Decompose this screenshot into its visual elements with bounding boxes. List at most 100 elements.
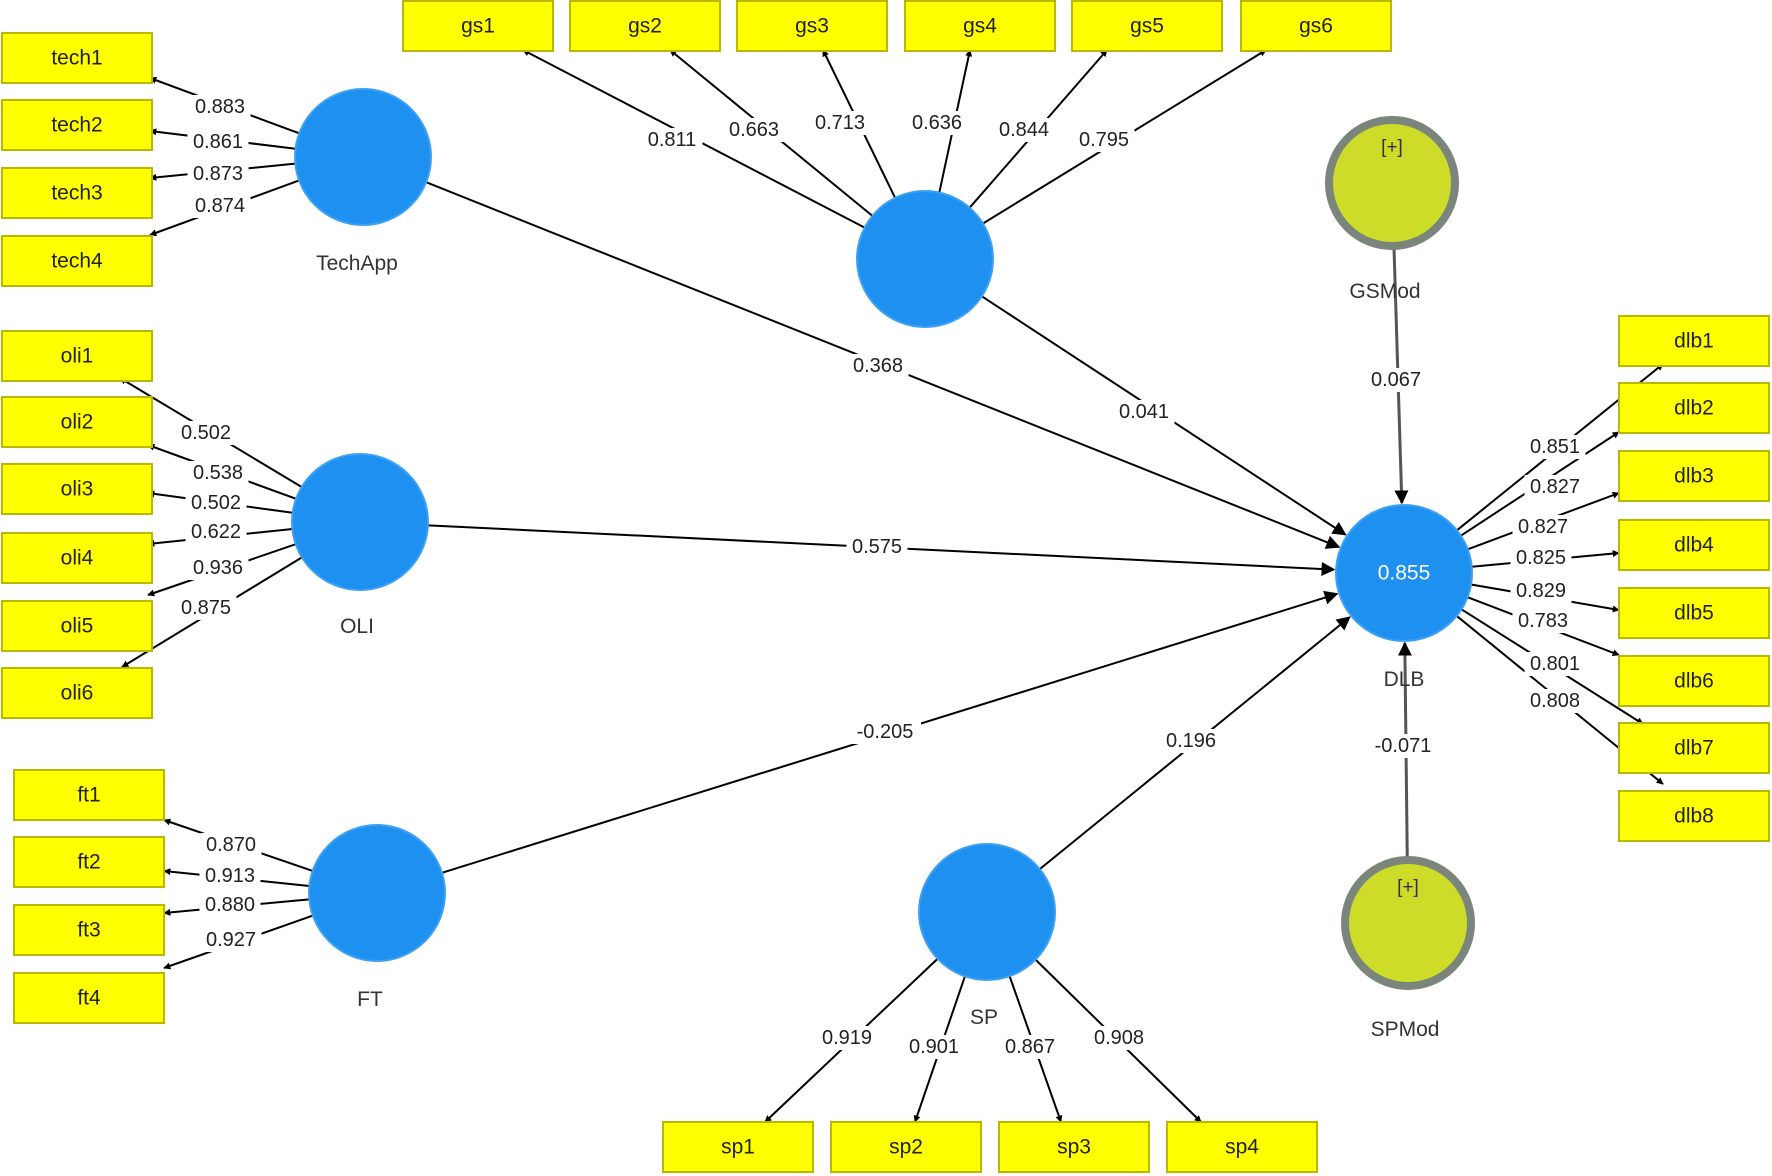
indicator-label: dlb4: [1674, 534, 1714, 557]
indicator-ft1[interactable]: ft1: [13, 769, 165, 821]
indicator-gs5[interactable]: gs5: [1071, 0, 1223, 52]
loading-label-gs6: 0.795: [1079, 129, 1129, 151]
indicator-oli6[interactable]: oli6: [1, 667, 153, 719]
indicator-oli5[interactable]: oli5: [1, 600, 153, 652]
loading-label-dlb7: 0.801: [1530, 653, 1580, 675]
indicator-box: [1, 167, 153, 219]
indicator-gs1[interactable]: gs1: [402, 0, 554, 52]
construct-gs[interactable]: [856, 190, 994, 328]
indicator-sp1[interactable]: sp1: [662, 1121, 814, 1173]
path-coef-ft: -0.205: [857, 721, 914, 743]
loading-label-gs4: 0.636: [912, 112, 962, 134]
loading-label-dlb4-bg: [1510, 546, 1572, 570]
path-coef-spmod-bg: [1367, 734, 1439, 758]
indicator-label: dlb2: [1674, 397, 1714, 420]
indicator-tech3[interactable]: tech3: [1, 167, 153, 219]
indicator-gs3[interactable]: gs3: [736, 0, 888, 52]
indicator-dlb4[interactable]: dlb4: [1618, 519, 1770, 571]
indicator-tech2[interactable]: tech2: [1, 99, 153, 151]
indicator-ft3[interactable]: ft3: [13, 904, 165, 956]
indicator-label: gs6: [1299, 15, 1333, 38]
indicator-tech1[interactable]: tech1: [1, 32, 153, 84]
loading-label-dlb4: 0.825: [1516, 547, 1566, 569]
indicator-gs4[interactable]: gs4: [904, 0, 1056, 52]
indicator-box: [1166, 1121, 1318, 1173]
indicator-box: [1618, 790, 1770, 842]
path-coef-gsmod: 0.067: [1371, 369, 1421, 391]
loading-label-gs2: 0.663: [729, 119, 779, 141]
indicator-oli3[interactable]: oli3: [1, 463, 153, 515]
construct-ft[interactable]: FT: [308, 824, 446, 1011]
indicator-box: [1618, 519, 1770, 571]
indicator-box: [736, 0, 888, 52]
loading-label-dlb3: 0.827: [1518, 516, 1568, 538]
indicator-dlb8[interactable]: dlb8: [1618, 790, 1770, 842]
loading-label-tech1: 0.883: [195, 96, 245, 118]
indicator-dlb3[interactable]: dlb3: [1618, 450, 1770, 502]
indicator-box: [1, 32, 153, 84]
loading-label-oli3-bg: [185, 491, 247, 515]
indicator-sp3[interactable]: sp3: [998, 1121, 1150, 1173]
construct-gsmod[interactable]: [+] GSMod: [1325, 116, 1459, 303]
indicator-oli2[interactable]: oli2: [1, 396, 153, 448]
loading-label-oli4: 0.622: [191, 521, 241, 543]
indicator-oli4[interactable]: oli4: [1, 532, 153, 584]
loading-label-dlb3-bg: [1512, 515, 1574, 539]
construct-name: DLB: [1384, 668, 1425, 691]
indicator-label: sp4: [1225, 1136, 1259, 1159]
latent-circle: [856, 190, 994, 328]
indicator-ft2[interactable]: ft2: [13, 836, 165, 888]
indicator-oli1[interactable]: oli1: [1, 330, 153, 382]
indicator-box: [1618, 382, 1770, 434]
indicator-dlb6[interactable]: dlb6: [1618, 655, 1770, 707]
construct-sp[interactable]: SP: [918, 843, 1056, 1029]
indicator-dlb2[interactable]: dlb2: [1618, 382, 1770, 434]
indicator-tech4[interactable]: tech4: [1, 235, 153, 287]
construct-name: SPMod: [1371, 1018, 1440, 1041]
indicator-box: [1618, 722, 1770, 774]
moderator-circle: [1341, 856, 1475, 990]
loading-label-ft2: 0.913: [205, 865, 255, 887]
path-coef-sp: 0.196: [1166, 730, 1216, 752]
expand-marker: [+]: [1397, 877, 1419, 898]
path-coef-ft-bg: [849, 720, 921, 744]
indicator-label: oli5: [61, 615, 94, 638]
loading-label-sp4-bg: [1088, 1026, 1150, 1050]
construct-spmod[interactable]: [+] SPMod: [1341, 856, 1475, 1041]
loading-label-gs1-bg: [641, 128, 703, 152]
indicator-gs2[interactable]: gs2: [569, 0, 721, 52]
indicator-dlb7[interactable]: dlb7: [1618, 722, 1770, 774]
loading-label-oli4-bg: [185, 520, 247, 544]
expand-marker: [+]: [1381, 137, 1403, 158]
indicator-label: tech2: [51, 114, 102, 137]
indicator-sp4[interactable]: sp4: [1166, 1121, 1318, 1173]
loading-label-oli5: 0.936: [193, 557, 243, 579]
path-coef-spmod: -0.071: [1375, 735, 1432, 757]
indicator-sp2[interactable]: sp2: [830, 1121, 982, 1173]
indicator-box: [1071, 0, 1223, 52]
loading-label-sp2: 0.901: [909, 1036, 959, 1058]
construct-techapp[interactable]: TechApp: [294, 88, 432, 275]
loading-label-sp1: 0.919: [822, 1027, 872, 1049]
indicator-box: [13, 904, 165, 956]
construct-oli[interactable]: OLI: [291, 453, 429, 638]
indicator-box: [1240, 0, 1392, 52]
indicator-label: ft2: [77, 851, 100, 874]
construct-name: TechApp: [316, 252, 398, 275]
indicator-label: sp2: [889, 1136, 923, 1159]
indicator-box: [1, 396, 153, 448]
indicator-box: [1, 330, 153, 382]
loading-label-gs2-bg: [723, 118, 785, 142]
indicator-dlb1[interactable]: dlb1: [1618, 315, 1770, 367]
indicator-ft4[interactable]: ft4: [13, 972, 165, 1024]
indicator-label: ft1: [77, 784, 100, 807]
loading-label-sp1-bg: [816, 1026, 878, 1050]
loading-label-tech2: 0.861: [193, 131, 243, 153]
latent-circle: [918, 843, 1056, 981]
indicator-box: [998, 1121, 1150, 1173]
construct-name: GSMod: [1349, 280, 1420, 303]
indicator-dlb5[interactable]: dlb5: [1618, 587, 1770, 639]
indicator-gs6[interactable]: gs6: [1240, 0, 1392, 52]
